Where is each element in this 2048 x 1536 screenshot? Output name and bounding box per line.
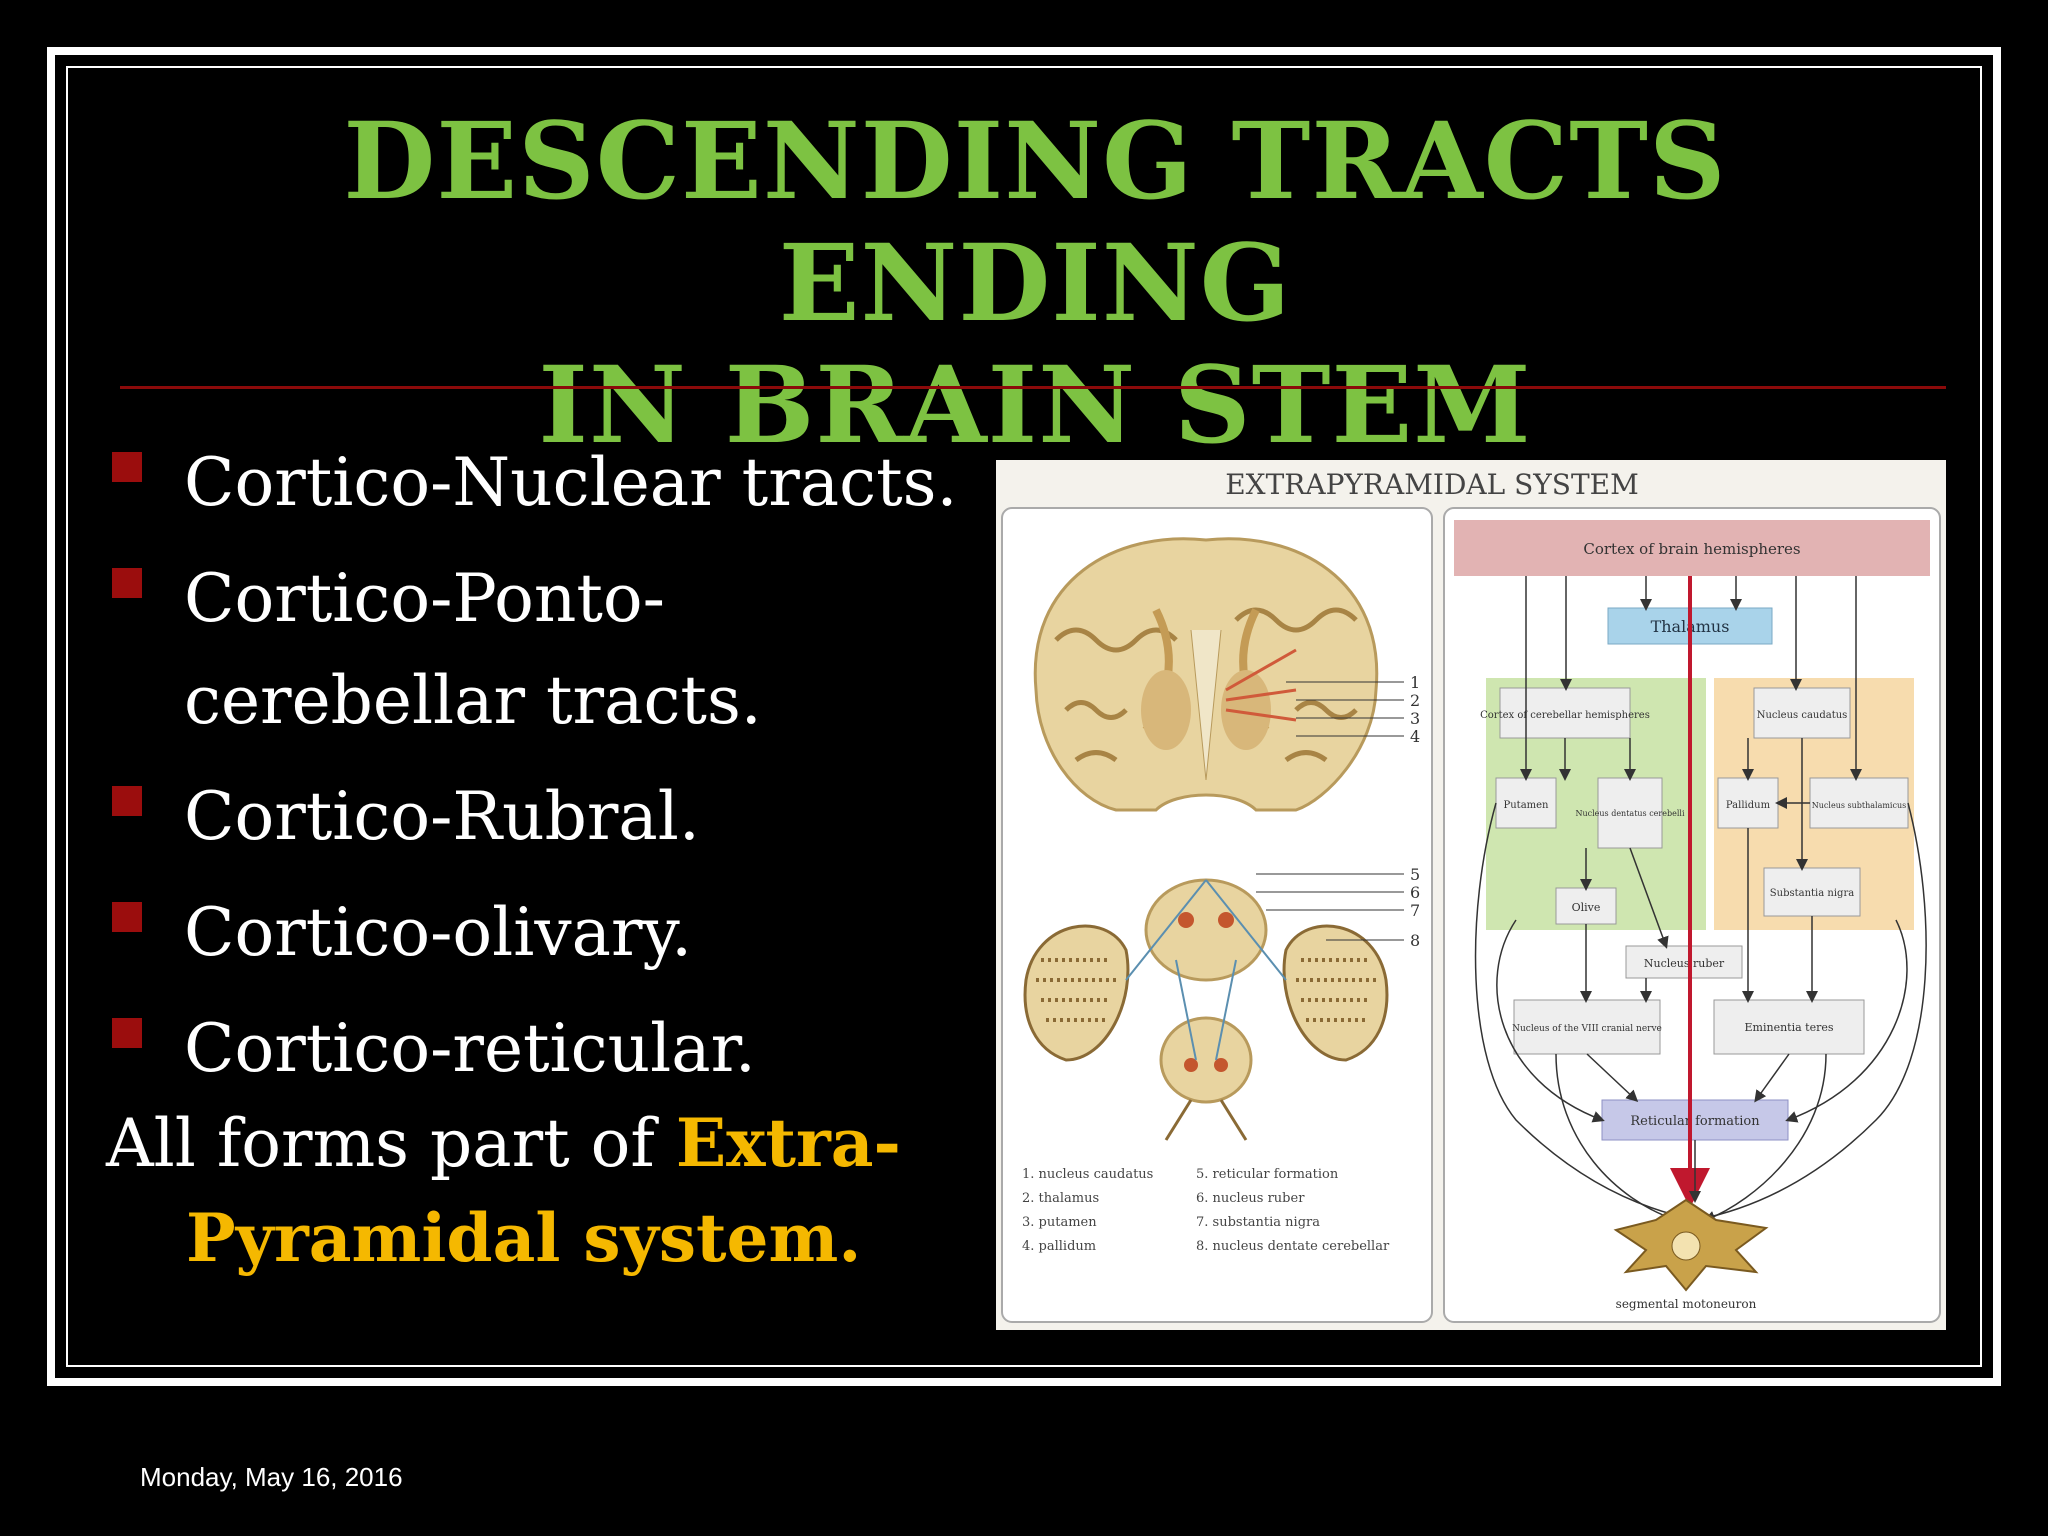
bullet-square-icon — [112, 902, 142, 932]
brain-label-number: 2 — [1410, 691, 1420, 710]
bullet-item: Cortico-Ponto-cerebellar tracts. — [108, 548, 988, 752]
cortex-header — [1454, 520, 1930, 576]
nucleus-subthalamicus-box — [1809, 777, 1909, 829]
eminentia-label: Eminentia teres — [1745, 1021, 1834, 1034]
legend-item: 5. reticular formation — [1196, 1167, 1339, 1182]
cerebellar-cortex-label: Cortex of cerebellar hemispheres — [1480, 710, 1650, 721]
nucleus-ruber-label: Nucleus ruber — [1644, 957, 1725, 970]
bullet-item: Cortico-reticular. — [108, 998, 988, 1100]
nucleus-viii-box — [1513, 999, 1661, 1055]
bullet-square-icon — [112, 786, 142, 816]
title-line-2: IN BRAIN STEM — [538, 342, 1532, 467]
cortex-label: Cortex of brain hemispheres — [1583, 540, 1800, 558]
title-divider — [120, 386, 1946, 389]
title-line-1: DESCENDING TRACTS ENDING — [343, 98, 1727, 345]
brain-label-number: 1 — [1410, 673, 1420, 692]
nucleus-subthalamicus-label: Nucleus subthalamicus — [1812, 801, 1906, 810]
bullet-list: Cortico-Nuclear tracts. Cortico-Ponto-ce… — [108, 432, 988, 1114]
slide-title: DESCENDING TRACTS ENDING IN BRAIN STEM — [120, 100, 1950, 466]
olive-label: Olive — [1572, 901, 1601, 914]
extrapyramidal-diagram: EXTRAPYRAMIDAL SYSTEM — [1001, 468, 1941, 1323]
eminentia-box — [1713, 999, 1865, 1055]
bullet-square-icon — [112, 568, 142, 598]
legend-item: 8. nucleus dentate cerebellar — [1196, 1239, 1390, 1254]
bullet-text: cerebellar tracts. — [184, 662, 762, 739]
reticular-label: Reticular formation — [1630, 1114, 1760, 1129]
extrapyramidal-figure: EXTRAPYRAMIDAL SYSTEM — [996, 460, 1946, 1330]
summary-prefix: All forms part of — [106, 1105, 676, 1182]
summary-text: All forms part of Extra- Pyramidal syste… — [106, 1096, 1006, 1285]
bullet-text: Cortico-Rubral. — [184, 778, 700, 855]
brain-label-number: 7 — [1410, 901, 1420, 920]
pallidum-label: Pallidum — [1726, 800, 1771, 811]
legend-item: 6. nucleus ruber — [1196, 1191, 1305, 1206]
figure-heading: EXTRAPYRAMIDAL SYSTEM — [1225, 468, 1639, 501]
slide-date: Monday, May 16, 2016 — [140, 1462, 403, 1492]
slide-inner-border — [66, 66, 1982, 1367]
motoneuron-label: segmental motoneuron — [1616, 1297, 1757, 1311]
nucleus-dentatus-label: Nucleus dentatus cerebelli — [1575, 809, 1684, 818]
bullet-text: Cortico-Nuclear tracts. — [184, 444, 958, 521]
brain-label-number: 6 — [1410, 883, 1420, 902]
brain-section-illustration — [1023, 537, 1389, 1141]
brain-label-number: 8 — [1410, 931, 1420, 950]
nucleus-caudatus-box — [1753, 687, 1851, 739]
legend-item: 7. substantia nigra — [1196, 1215, 1320, 1230]
substantia-nigra-label: Substantia nigra — [1770, 888, 1854, 899]
slide-outer-border — [47, 47, 2001, 1386]
substantia-nigra-box — [1763, 867, 1861, 917]
bullet-text: Cortico-olivary. — [184, 894, 693, 971]
bullet-text: Cortico-reticular. — [184, 1010, 756, 1087]
nucleus-dentatus-box — [1597, 777, 1663, 849]
motoneuron-illustration — [1613, 1198, 1769, 1292]
nucleus-ruber-box — [1625, 945, 1743, 979]
bullet-square-icon — [112, 1018, 142, 1048]
pallidum-box — [1717, 777, 1779, 829]
putamen-box — [1495, 777, 1557, 829]
bullet-text: Cortico-Ponto- — [184, 560, 665, 637]
brain-label-number: 3 — [1410, 709, 1420, 728]
summary-highlight-2: Pyramidal system. — [186, 1199, 862, 1277]
bullet-item: Cortico-Rubral. — [108, 766, 988, 868]
legend-item: 2. thalamus — [1022, 1191, 1099, 1206]
bullet-item: Cortico-Nuclear tracts. — [108, 432, 988, 534]
legend-item: 3. putamen — [1022, 1215, 1097, 1230]
bullet-item: Cortico-olivary. — [108, 882, 988, 984]
legend-item: 4. pallidum — [1022, 1239, 1096, 1254]
brain-label-number: 5 — [1410, 865, 1420, 884]
legend-item: 1. nucleus caudatus — [1022, 1167, 1153, 1182]
brain-legend: 1. nucleus caudatus 2. thalamus 3. putam… — [1022, 1167, 1390, 1254]
summary-highlight-1: Extra- — [675, 1104, 901, 1182]
brain-label-number: 4 — [1410, 727, 1420, 746]
pathway-connections — [1474, 576, 1927, 1225]
brain-label-leaders: 1 2 3 4 5 6 7 8 — [1256, 673, 1420, 950]
putamen-label: Putamen — [1504, 800, 1550, 811]
nucleus-viii-label: Nucleus of the VIII cranial nerve — [1512, 1024, 1662, 1034]
nucleus-caudatus-label: Nucleus caudatus — [1757, 710, 1848, 721]
bullet-square-icon — [112, 452, 142, 482]
